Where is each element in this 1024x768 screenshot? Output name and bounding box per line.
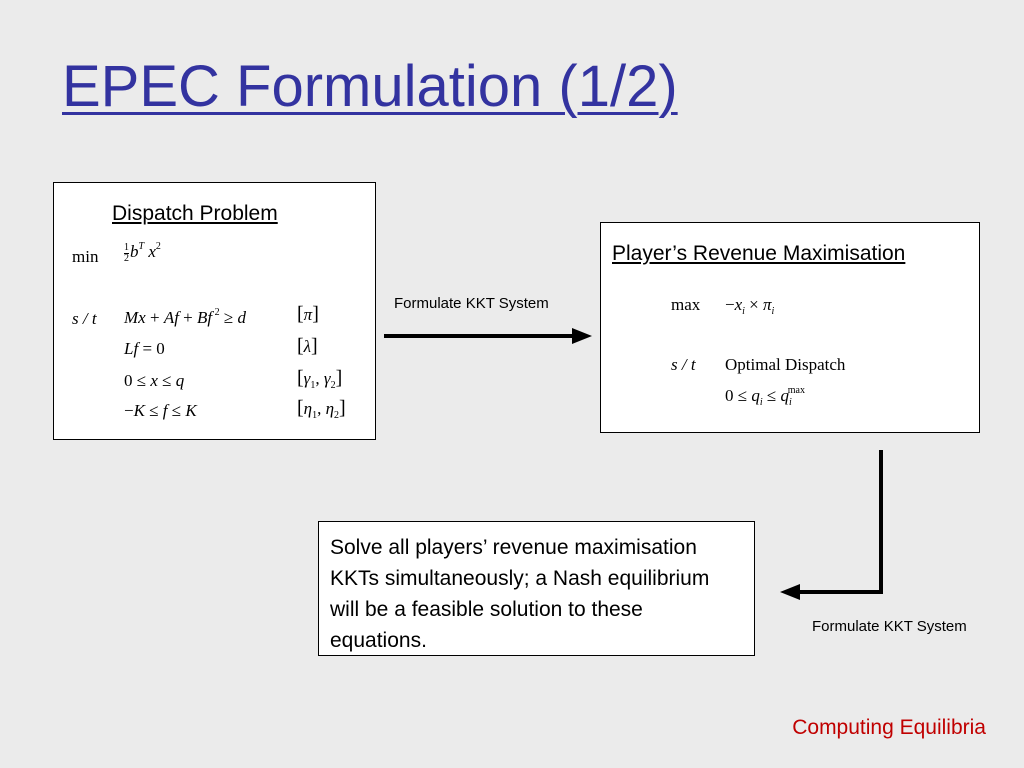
constraint-flow: Lf = 0 bbox=[124, 339, 165, 358]
solve-kkt-text: Solve all players’ revenue maximisation … bbox=[330, 536, 710, 652]
constraint-balance: Mx + Af + Bf 2 ≥ d bbox=[124, 307, 246, 327]
revenue-objective: −xi × πi bbox=[725, 295, 775, 317]
max-label: max bbox=[671, 295, 701, 314]
optimal-dispatch-constraint: Optimal Dispatch bbox=[725, 355, 846, 374]
arrow-to-revenue-box bbox=[384, 328, 592, 344]
slide-footer: Computing Equilibria bbox=[792, 716, 986, 739]
bid-bounds-constraint: 0 ≤ qi ≤ qimax bbox=[725, 385, 805, 408]
solve-kkt-box: Solve all players’ revenue maximisation … bbox=[318, 521, 755, 656]
multiplier-lambda: [λ] bbox=[297, 335, 318, 357]
constraint-generation-bounds: 0 ≤ x ≤ q bbox=[124, 371, 185, 390]
revenue-maximisation-box: Player’s Revenue Maximisation max −xi × … bbox=[600, 222, 980, 433]
formulate-kkt-label-top: Formulate KKT System bbox=[394, 295, 549, 312]
slide-title: EPEC Formulation (1/2) bbox=[62, 54, 678, 119]
st-label: s / t bbox=[72, 309, 97, 328]
arrow-to-solve-box bbox=[780, 450, 883, 600]
formulate-kkt-label-bottom: Formulate KKT System bbox=[812, 618, 967, 635]
multiplier-eta: [η1, η2] bbox=[297, 397, 346, 421]
dispatch-problem-heading: Dispatch Problem bbox=[112, 202, 278, 225]
multiplier-pi: [π] bbox=[297, 303, 319, 325]
multiplier-gamma: [γ1, γ2] bbox=[297, 367, 343, 391]
min-label: min bbox=[72, 247, 99, 266]
revenue-st-label: s / t bbox=[671, 355, 696, 374]
revenue-maximisation-heading: Player’s Revenue Maximisation bbox=[612, 242, 906, 265]
constraint-flow-bounds: −K ≤ f ≤ K bbox=[124, 401, 197, 420]
